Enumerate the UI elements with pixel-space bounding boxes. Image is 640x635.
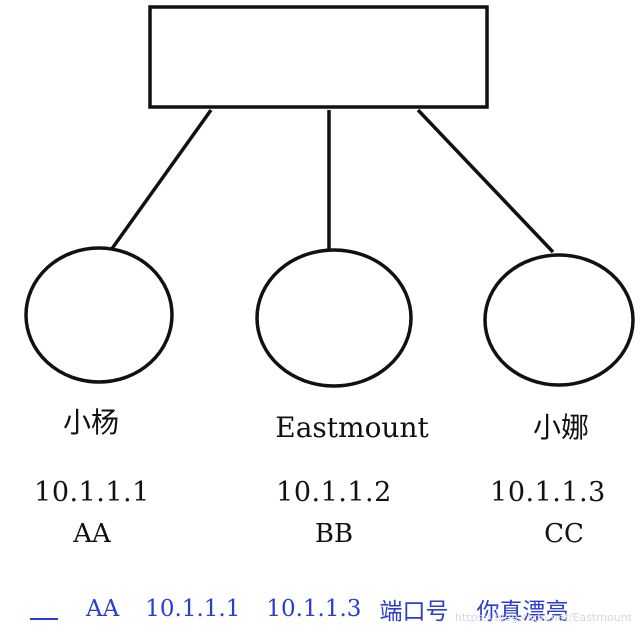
host-name-1: 小杨 [62, 406, 120, 439]
packet-row: AA 10.1.1.1 10.1.1.3 端口号 你真漂亮 [30, 594, 569, 625]
host-ip-2: 10.1.1.2 [276, 477, 392, 508]
host-mac-2: BB [314, 519, 354, 549]
packet-src-ip-field: 10.1.1.1 [145, 596, 241, 622]
host-mac-1: AA [73, 519, 111, 549]
host-node-3 [483, 253, 635, 387]
packet-mac-field: AA [86, 596, 120, 622]
switch-box [148, 5, 489, 109]
link-line-1 [109, 108, 213, 252]
host-name-2: Eastmount [275, 411, 429, 444]
host-node-1 [24, 246, 174, 384]
watermark: https://blog.csdn.net/Eastmount [454, 611, 632, 624]
packet-blank-field [30, 598, 58, 620]
host-mac-3: CC [544, 519, 584, 549]
host-name-3: 小娜 [532, 411, 590, 444]
packet-dst-ip-field: 10.1.1.3 [266, 596, 362, 622]
host-ip-1: 10.1.1.1 [34, 477, 150, 508]
packet-port-field: 端口号 [379, 599, 449, 625]
host-ip-3: 10.1.1.3 [490, 477, 606, 508]
packet-payload-field: 你真漂亮 [476, 599, 569, 625]
link-line-3 [416, 108, 555, 254]
host-node-2 [255, 248, 413, 388]
